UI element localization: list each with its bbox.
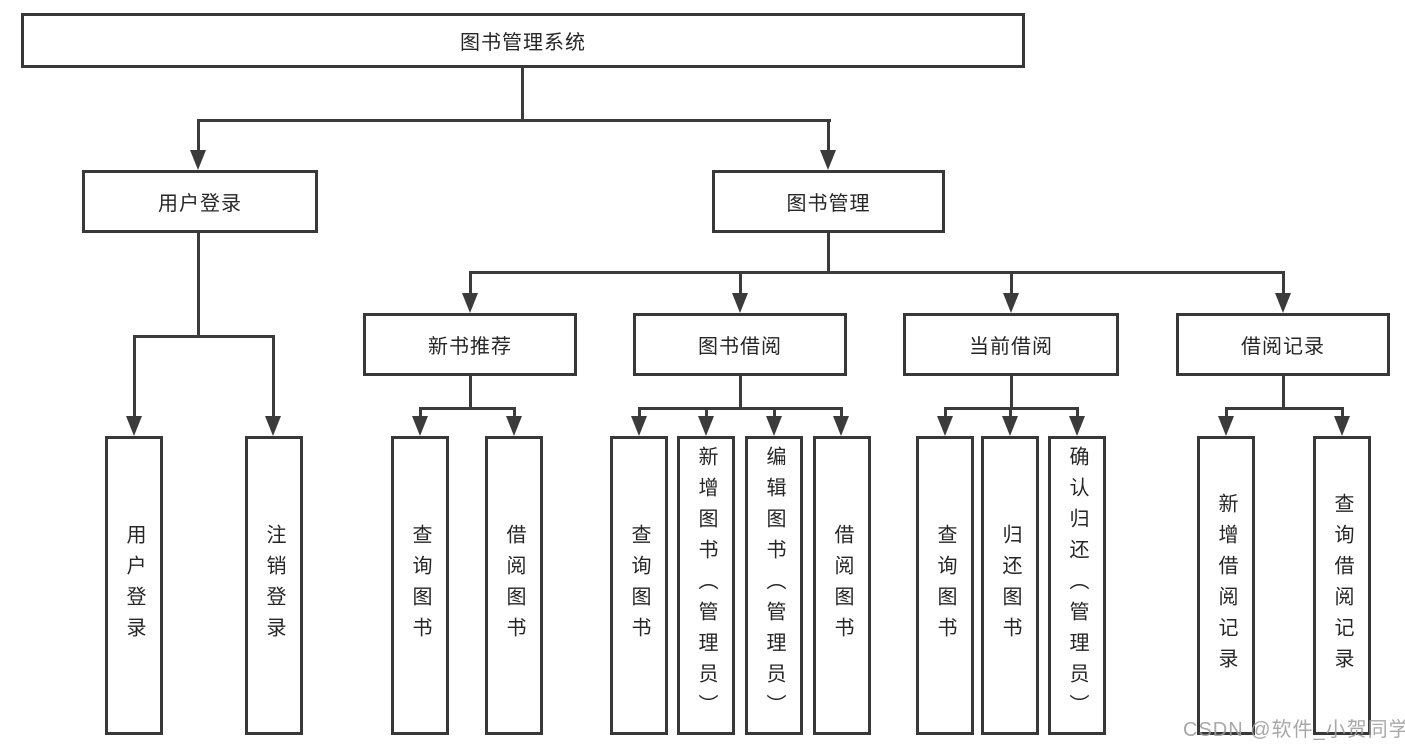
arrow-down-icon <box>631 416 647 436</box>
leaf-edit-books-admin: 编辑图书（管理员） <box>745 436 803 735</box>
connector-arrow-stem <box>638 407 641 419</box>
connector-level3-branch <box>469 271 1285 274</box>
connector-book-management-stem <box>827 233 830 271</box>
connector-arrow-stem <box>1225 407 1228 419</box>
leaf-logout: 注销登录 <box>245 436 303 735</box>
node-book-borrow: 图书借阅 <box>633 313 847 376</box>
connector-arrow-stem <box>840 407 843 419</box>
connector-arrow-stem <box>944 407 947 419</box>
arrow-down-icon <box>833 416 849 436</box>
arrow-down-icon <box>1218 416 1234 436</box>
connector-stem <box>739 376 742 407</box>
connector-arrow-stem <box>1010 271 1013 296</box>
arrow-down-icon <box>412 416 428 436</box>
connector-branch <box>638 407 843 410</box>
arrow-down-icon <box>506 416 522 436</box>
connector-arrow-stem <box>133 335 136 419</box>
arrow-down-icon <box>766 416 782 436</box>
connector-arrow-stem <box>513 407 516 419</box>
connector-arrow-stem <box>469 271 472 296</box>
leaf-confirm-return-admin: 确认归还（管理员） <box>1048 436 1106 735</box>
leaf-borrow-books-2: 借阅图书 <box>813 436 871 735</box>
connector-arrow-stem <box>1009 407 1012 419</box>
node-library-management-system: 图书管理系统 <box>21 13 1025 68</box>
connector-branch <box>1225 407 1344 410</box>
connector-user-login-stem <box>197 233 200 335</box>
connector-arrow-stem <box>1282 271 1285 296</box>
connector-arrow-stem <box>197 119 200 153</box>
leaf-add-books-admin: 新增图书（管理员） <box>677 436 735 735</box>
connector-branch <box>419 407 516 410</box>
leaf-query-borrow-record: 查询借阅记录 <box>1313 436 1371 735</box>
arrow-down-icon <box>265 416 281 436</box>
arrow-down-icon <box>698 416 714 436</box>
connector-arrow-stem <box>272 335 275 419</box>
leaf-query-books-1: 查询图书 <box>391 436 449 735</box>
arrow-down-icon <box>820 150 836 170</box>
node-new-book-recommend: 新书推荐 <box>363 313 577 376</box>
leaf-user-login: 用户登录 <box>105 436 163 735</box>
arrow-down-icon <box>937 416 953 436</box>
arrow-down-icon <box>1334 416 1350 436</box>
leaf-return-books: 归还图书 <box>981 436 1039 735</box>
leaf-borrow-books-1: 借阅图书 <box>485 436 543 735</box>
node-book-management: 图书管理 <box>712 170 945 233</box>
connector-arrow-stem <box>739 271 742 296</box>
connector-arrow-stem <box>419 407 422 419</box>
connector-arrow-stem <box>827 119 830 153</box>
csdn-watermark: CSDN @软件_小贺同学 <box>1183 719 1405 741</box>
connector-arrow-stem <box>705 407 708 419</box>
arrow-down-icon <box>1069 416 1085 436</box>
arrow-down-icon <box>126 416 142 436</box>
connector-stem <box>469 376 472 407</box>
connector-stem <box>1282 376 1285 407</box>
connector-arrow-stem <box>1076 407 1079 419</box>
arrow-down-icon <box>190 150 206 170</box>
connector-level2-branch <box>197 119 831 122</box>
connector-root-stem <box>521 68 524 119</box>
arrow-down-icon <box>1003 293 1019 313</box>
connector-user-login-branch <box>133 335 275 338</box>
node-borrow-records: 借阅记录 <box>1176 313 1390 376</box>
arrow-down-icon <box>462 293 478 313</box>
connector-stem <box>1010 376 1013 407</box>
connector-arrow-stem <box>773 407 776 419</box>
leaf-query-books-2: 查询图书 <box>610 436 668 735</box>
leaf-add-borrow-record: 新增借阅记录 <box>1197 436 1255 735</box>
connector-arrow-stem <box>1341 407 1344 419</box>
arrow-down-icon <box>732 293 748 313</box>
arrow-down-icon <box>1002 416 1018 436</box>
node-current-borrow: 当前借阅 <box>903 313 1119 376</box>
leaf-query-books-3: 查询图书 <box>916 436 974 735</box>
arrow-down-icon <box>1275 293 1291 313</box>
node-user-login: 用户登录 <box>82 170 318 233</box>
